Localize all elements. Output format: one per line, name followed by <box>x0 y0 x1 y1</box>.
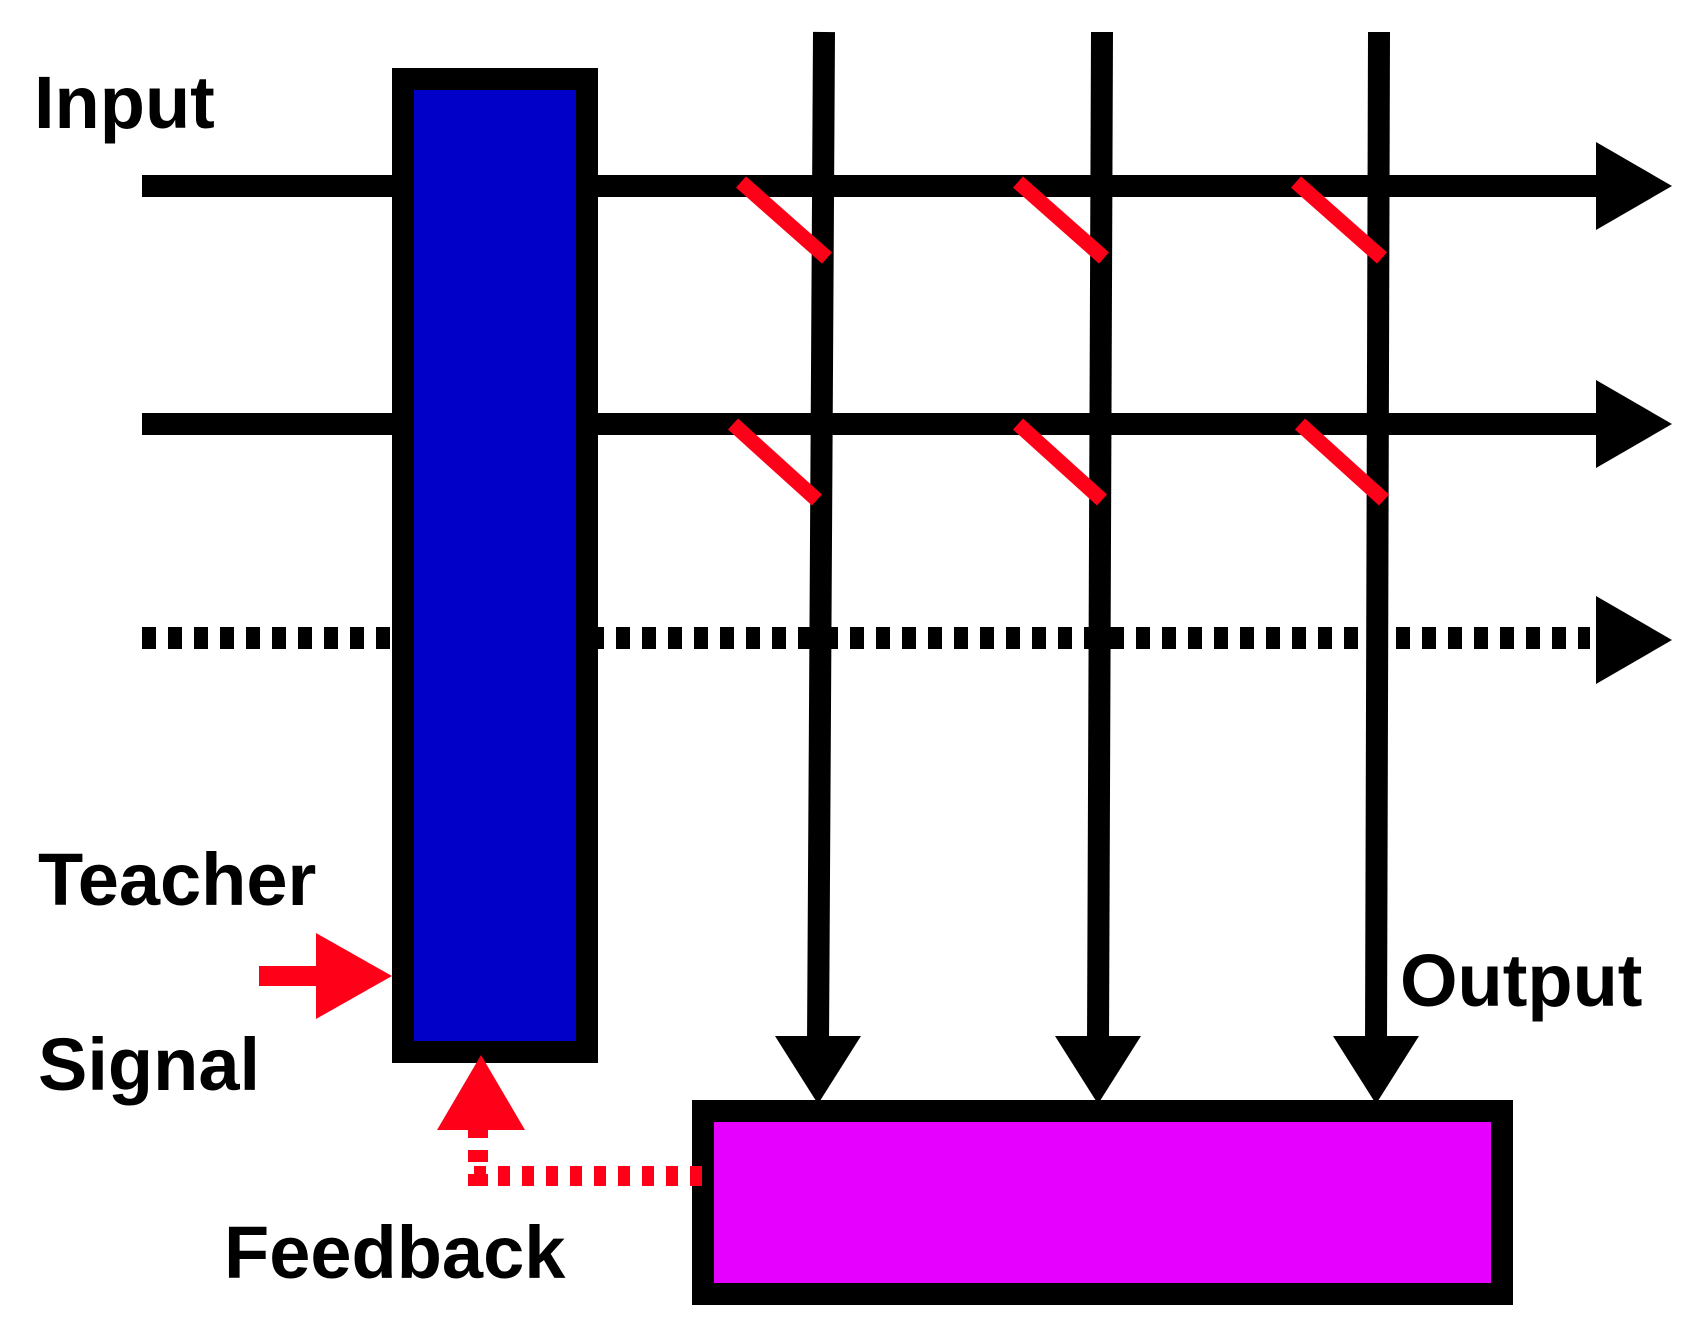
arrowhead-icon <box>1596 142 1672 230</box>
red-slash-icon <box>1294 418 1390 506</box>
teacher-signal-arrow <box>259 933 392 1019</box>
vertical-line-3 <box>1365 31 1390 1046</box>
arrowhead-icon <box>775 1036 861 1104</box>
arrowhead-icon <box>1333 1036 1419 1104</box>
red-slash-icon <box>727 418 823 506</box>
red-slash-icon <box>1012 418 1108 506</box>
red-slash-icon <box>736 176 832 264</box>
output-label: Output <box>1400 939 1642 1022</box>
arrowhead-icon <box>1596 596 1672 684</box>
red-slash-icon <box>1013 176 1109 264</box>
feedback-label: Feedback <box>224 1211 566 1294</box>
input-label: Input <box>34 61 215 144</box>
readout-box <box>692 1100 1513 1305</box>
red-arrowhead-icon <box>437 1055 525 1130</box>
readout-weights <box>727 176 1390 506</box>
arrowhead-icon <box>1055 1036 1141 1104</box>
vertical-lines <box>775 31 1419 1104</box>
teacher-label: Teacher <box>38 838 316 921</box>
signal-label: Signal <box>38 1023 260 1106</box>
feedback-arrow <box>437 1055 702 1186</box>
vertical-line-1 <box>807 31 835 1046</box>
red-arrowhead-icon <box>316 933 392 1019</box>
arrowhead-icon <box>1596 380 1672 468</box>
reservoir-box <box>392 68 598 1063</box>
reservoir-output-lines <box>590 142 1672 684</box>
input-lines <box>142 175 395 649</box>
red-slash-icon <box>1291 176 1387 264</box>
vertical-line-2 <box>1087 31 1113 1046</box>
